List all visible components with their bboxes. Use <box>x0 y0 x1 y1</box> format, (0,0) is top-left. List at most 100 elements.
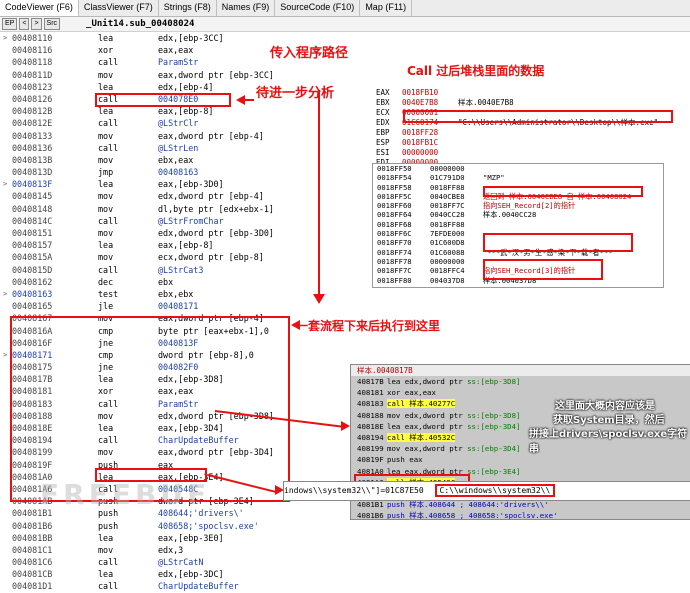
stack-value: 01C60088 <box>430 247 465 257</box>
code-mnemonic: lea <box>98 240 114 251</box>
tab-0[interactable]: CodeViewer (F6) <box>0 0 79 16</box>
tab-5[interactable]: Map (F11) <box>360 0 413 16</box>
stack-string-box <box>483 233 633 252</box>
code-operands: eax,[ebp-8] <box>158 240 214 251</box>
code-operands: eax,dword ptr [ebp-3CC] <box>158 69 274 80</box>
code-address: 0040813F <box>12 179 53 190</box>
code-mnemonic: jmp <box>98 167 114 178</box>
code-mnemonic: call <box>98 398 119 409</box>
stack-value: 0018FF88 <box>430 182 465 192</box>
code-mnemonic: push <box>98 508 119 519</box>
stack-row[interactable]: 0018FF840018FF88 <box>373 285 663 287</box>
tab-3[interactable]: Names (F9) <box>217 0 276 16</box>
code-mnemonic: lea <box>98 471 114 482</box>
code-address: 0040815A <box>12 252 53 263</box>
code-mnemonic: lea <box>98 179 114 190</box>
code-address: 0040819F <box>12 459 53 470</box>
code-mnemonic: dec <box>98 276 114 287</box>
back-button[interactable]: < <box>19 18 30 30</box>
annotation-pass-path: 传入程序路径 <box>270 46 349 61</box>
src-button[interactable]: Src <box>43 18 61 30</box>
tab-2[interactable]: Strings (F8) <box>159 0 217 16</box>
forward-button[interactable]: > <box>31 18 42 30</box>
jump-marker: > <box>3 289 8 298</box>
tab-1[interactable]: ClassViewer (F7) <box>79 0 159 16</box>
code-address: 00408163 <box>12 288 53 299</box>
ep-button[interactable]: EP <box>2 18 18 30</box>
register-value: 0018FB10 <box>402 88 439 97</box>
tab-4[interactable]: SourceCode (F10) <box>275 0 361 16</box>
code-address: 0040813D <box>12 167 53 178</box>
